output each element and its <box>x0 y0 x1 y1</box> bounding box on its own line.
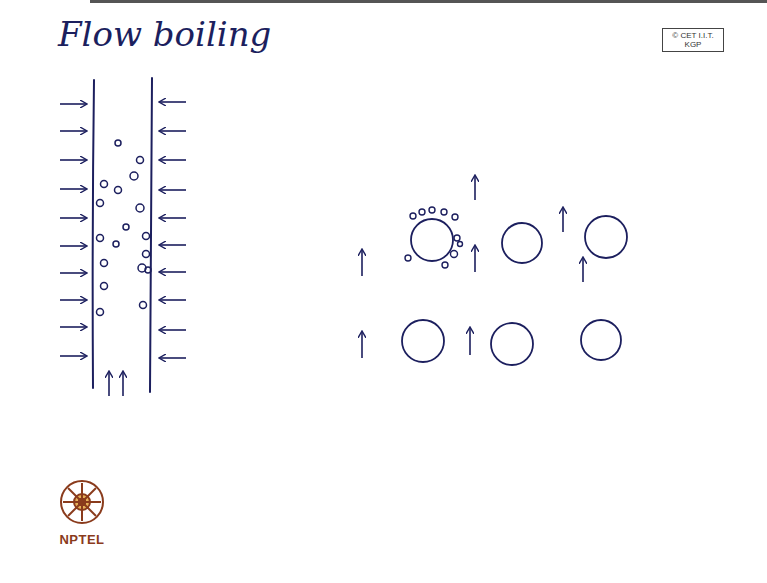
flow-arrows <box>109 176 583 396</box>
nptel-logo <box>61 481 103 523</box>
tube-bubbles <box>97 140 152 316</box>
tube <box>93 78 152 392</box>
stamp-text: © CET I.I.T. KGP <box>667 31 719 49</box>
copyright-stamp: © CET I.I.T. KGP <box>662 28 724 52</box>
heat-arrows <box>60 102 186 358</box>
small-bubbles <box>405 207 463 268</box>
bubbles <box>402 216 627 365</box>
top-bar <box>90 0 767 3</box>
logo-text: NPTEL <box>59 532 104 547</box>
slide-title: Flow boiling <box>58 14 271 54</box>
